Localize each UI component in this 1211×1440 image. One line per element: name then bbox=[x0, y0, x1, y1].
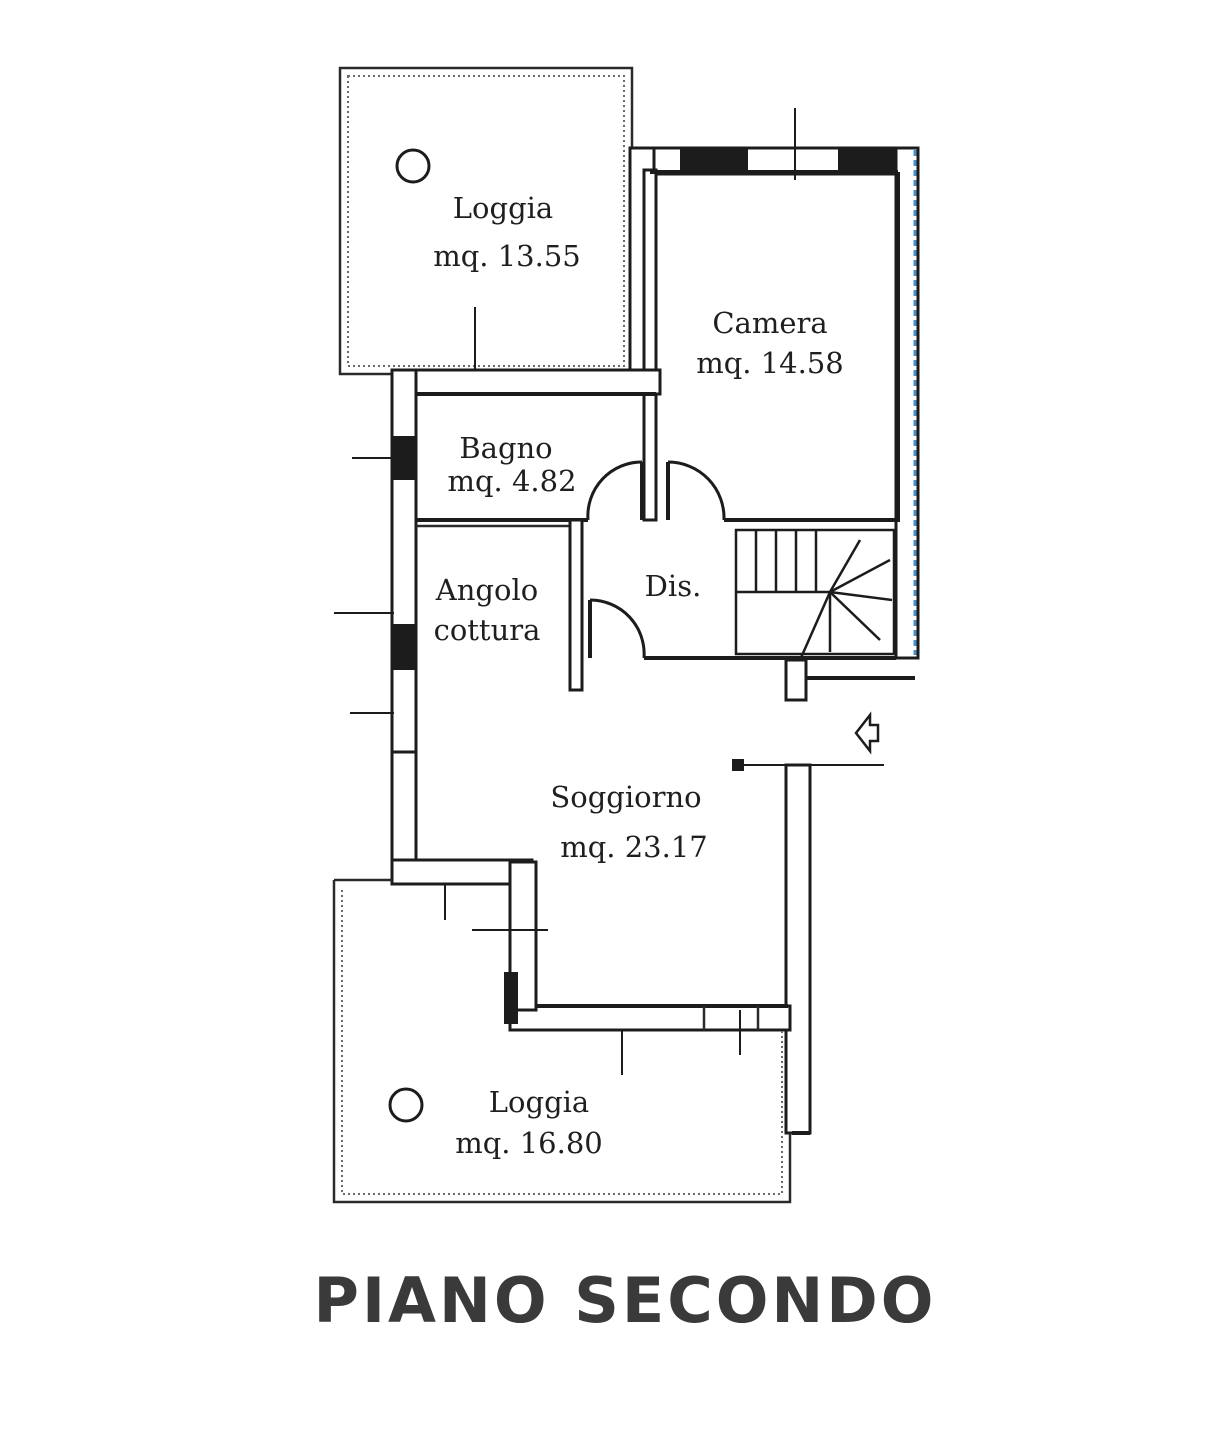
camera-name: Camera bbox=[712, 306, 827, 340]
column-circle-icon bbox=[395, 148, 431, 184]
bagno-area-label: mq. 4.82 bbox=[447, 464, 576, 498]
floor-title: PIANO SECONDO bbox=[314, 1264, 937, 1337]
loggia-top-area bbox=[338, 66, 634, 393]
angolo-cottura-line1: Angolo bbox=[435, 573, 538, 607]
bagno-name: Bagno bbox=[459, 431, 552, 465]
angolo-cottura-line2: cottura bbox=[434, 613, 541, 647]
loggia-bottom-area-label: mq. 16.80 bbox=[455, 1126, 603, 1160]
loggia-top-area-label: mq. 13.55 bbox=[433, 239, 581, 273]
room-labels: Loggia mq. 13.55 Camera mq. 14.58 Bagno … bbox=[433, 191, 844, 1160]
spiral-staircase-icon bbox=[734, 528, 896, 661]
soggiorno-area-label: mq. 23.17 bbox=[560, 830, 708, 864]
soggiorno-name: Soggiorno bbox=[550, 780, 701, 814]
walls bbox=[334, 108, 920, 1135]
dis-name: Dis. bbox=[645, 569, 702, 603]
loggia-top-name: Loggia bbox=[453, 191, 553, 225]
doors bbox=[586, 460, 726, 659]
loggia-bottom-name: Loggia bbox=[489, 1085, 589, 1119]
column-circle-icon bbox=[388, 1087, 424, 1123]
entrance-arrow-icon bbox=[854, 711, 880, 755]
loggia-bottom-area bbox=[332, 878, 792, 1204]
camera-area-label: mq. 14.58 bbox=[696, 346, 844, 380]
